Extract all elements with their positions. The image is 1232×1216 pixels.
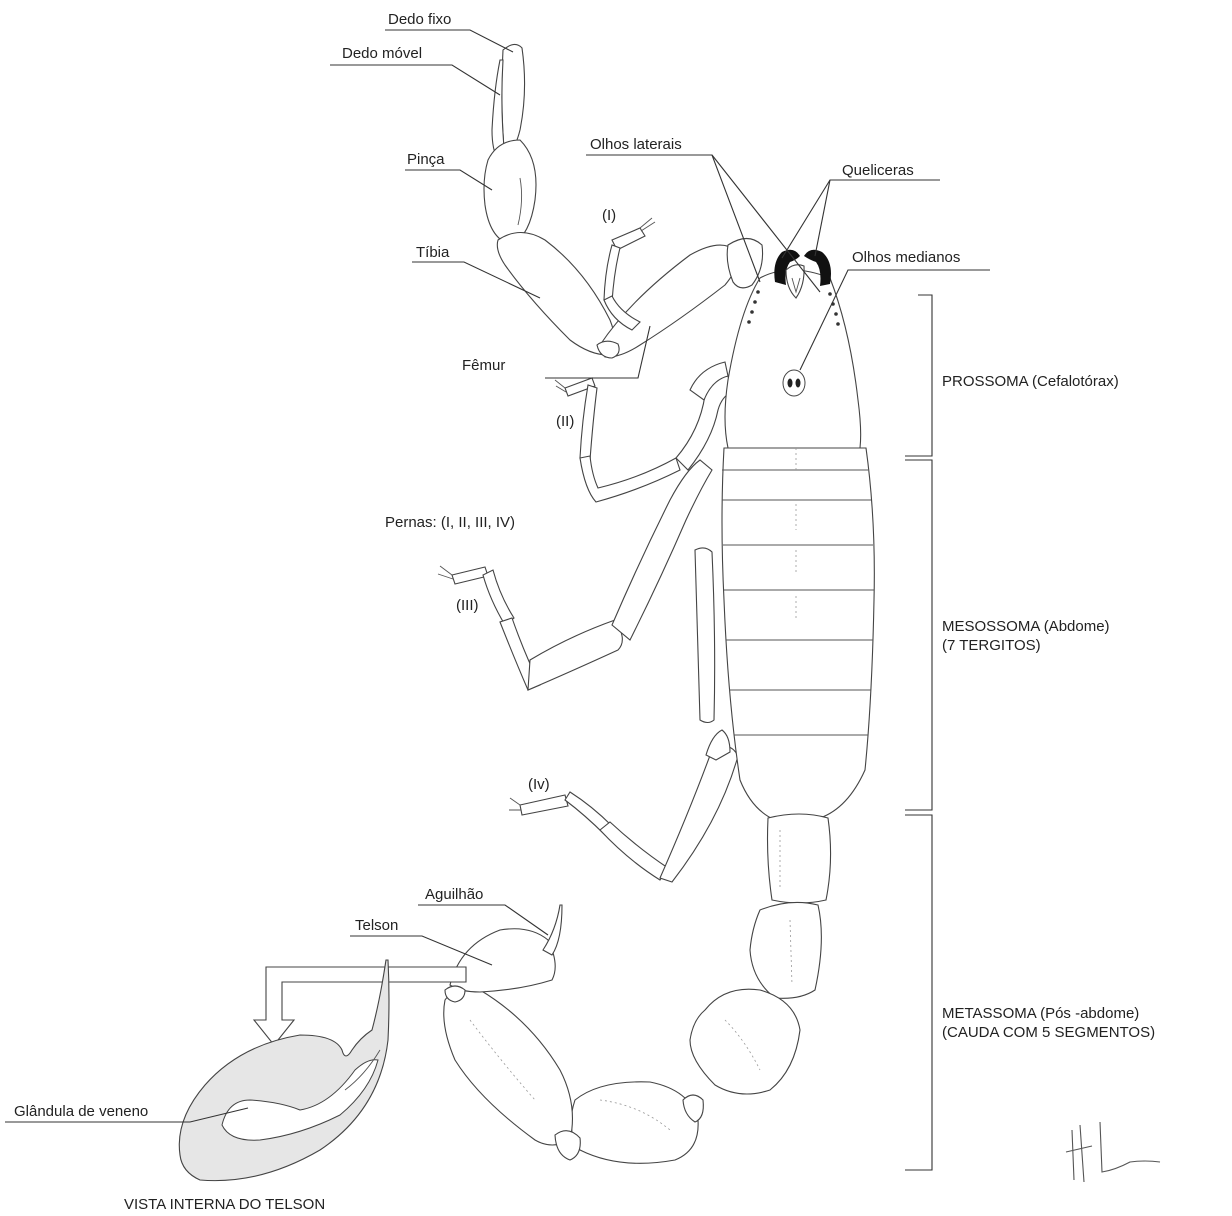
region-metassoma-title: METASSOMA (Pós -abdome) [942,1005,1155,1024]
label-leg-iii: (III) [456,598,479,613]
label-olhos-laterais: Olhos laterais [590,137,682,152]
region-prossoma: PROSSOMA (Cefalotórax) [942,373,1119,392]
artist-signature [1066,1122,1160,1182]
label-vista-interna: VISTA INTERNA DO TELSON [124,1197,325,1212]
telson [445,905,562,1002]
label-femur: Fêmur [462,358,505,373]
region-mesossoma: MESOSSOMA (Abdome) (7 TERGITOS) [942,618,1110,656]
label-glandula: Glândula de veneno [14,1104,148,1119]
label-pernas: Pernas: (I, II, III, IV) [385,515,515,530]
region-brackets [905,295,932,1170]
telson-inner-view [179,960,389,1181]
telson-arrow [254,967,466,1045]
region-prossoma-text: PROSSOMA (Cefalotórax) [942,373,1119,390]
label-leg-i: (I) [602,208,616,223]
region-mesossoma-title: MESOSSOMA (Abdome) [942,618,1110,637]
region-metassoma: METASSOMA (Pós -abdome) (CAUDA COM 5 SEG… [942,1005,1155,1043]
label-leg-iv: (Iv) [528,777,550,792]
label-aguilhao: Aguilhão [425,887,483,902]
mesosoma [722,448,874,820]
label-leg-ii: (II) [556,414,574,429]
label-dedo-movel: Dedo móvel [342,46,422,61]
label-dedo-fixo: Dedo fixo [388,12,451,27]
label-queliceras: Queliceras [842,163,914,178]
label-tibia: Tíbia [416,245,449,260]
region-metassoma-subtitle: (CAUDA COM 5 SEGMENTOS) [942,1024,1155,1043]
leg-iv [509,730,738,882]
label-olhos-medianos: Olhos medianos [852,250,960,265]
region-mesossoma-subtitle: (7 TERGITOS) [942,637,1110,656]
label-telson: Telson [355,918,398,933]
label-pinca: Pinça [407,152,445,167]
leg-iii [438,460,715,723]
